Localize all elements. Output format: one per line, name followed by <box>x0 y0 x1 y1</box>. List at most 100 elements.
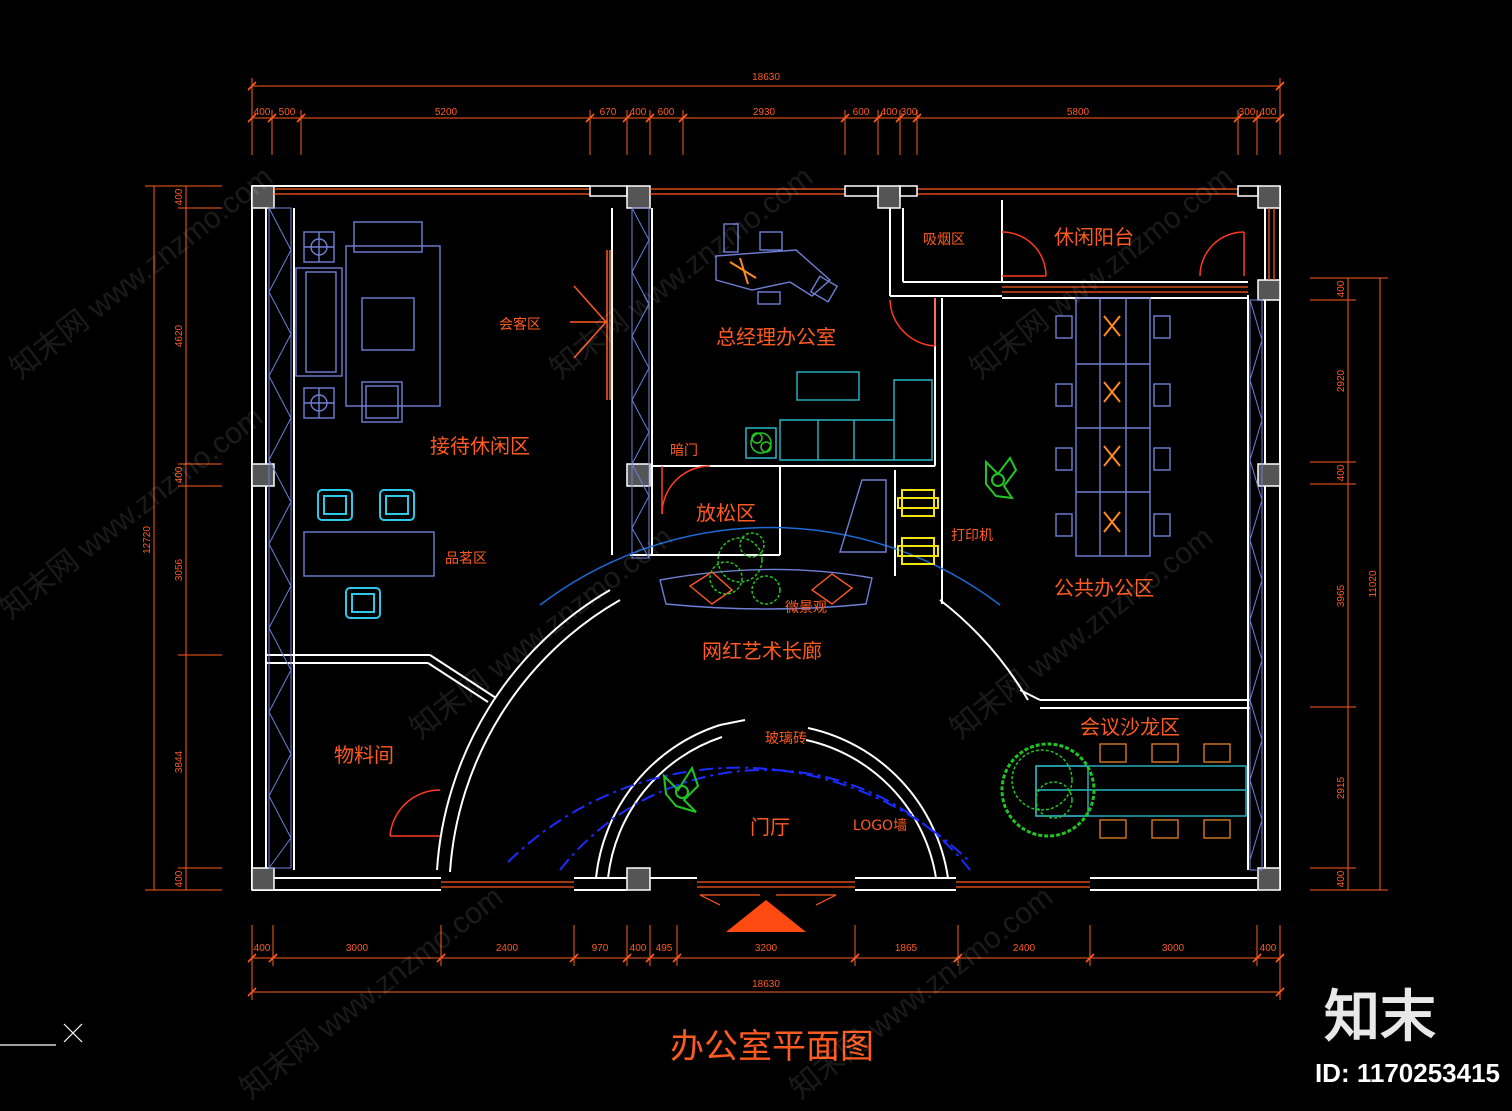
dim-top-9: 400 <box>881 107 898 118</box>
label-logo-wall: LOGO墙 <box>853 818 907 834</box>
dim-top-13: 400 <box>1260 107 1277 118</box>
gm-sofa <box>779 379 933 461</box>
landscape-plants <box>709 532 781 605</box>
side-table-top <box>303 231 335 263</box>
entrance <box>699 894 837 932</box>
coffee-table <box>361 297 415 351</box>
meeting-table <box>1035 765 1247 817</box>
salon-tree <box>1000 742 1096 838</box>
label-glass-brick: 玻璃砖 <box>765 730 807 747</box>
dim-top-total: 18630 <box>752 72 780 83</box>
label-guest-area: 会客区 <box>499 316 541 333</box>
top-wall-frames <box>589 185 1259 197</box>
watermark-diagonal-6: 知末网 www.znzmo.com <box>944 520 1219 745</box>
dim-right-3: 400 <box>1336 464 1347 481</box>
tea-table <box>303 531 435 577</box>
dim-left-total: 12720 <box>142 526 153 554</box>
dim-bottom-5: 400 <box>630 943 647 954</box>
dim-left-4: 3056 <box>174 558 185 581</box>
guest-area-door <box>570 250 611 400</box>
dim-left-6: 400 <box>174 870 185 887</box>
watermark-diagonal-1: 知末网 www.znzmo.com <box>4 160 279 385</box>
printers <box>897 489 939 565</box>
dim-bottom-total: 18630 <box>752 979 780 990</box>
room-labels: 接待休闲区 会客区 品茗区 总经理办公室 吸烟区 休闲阳台 暗门 放松区 打印机… <box>334 225 1180 839</box>
dim-left-5: 3844 <box>174 750 185 773</box>
meeting-chairs <box>1099 743 1231 839</box>
dim-right-1: 400 <box>1336 280 1347 297</box>
dim-top-12: 300 <box>1239 107 1256 118</box>
sofa-main <box>345 245 441 407</box>
dim-right-total: 11020 <box>1368 570 1379 598</box>
dim-right-2: 2920 <box>1336 369 1347 392</box>
dim-top-1: 400 <box>254 107 271 118</box>
dim-top-2: 500 <box>279 107 296 118</box>
label-reception-lounge: 接待休闲区 <box>430 434 530 458</box>
dim-left-1: 400 <box>174 188 185 205</box>
walls <box>251 185 1281 891</box>
plants <box>662 427 1096 838</box>
desk-accessories <box>729 257 1121 533</box>
entrance-arrow-icon <box>726 900 806 932</box>
dim-bottom-3: 2400 <box>496 943 519 954</box>
label-open-office: 公共办公区 <box>1054 576 1154 600</box>
side-table-bottom <box>303 387 335 419</box>
doors <box>389 231 1245 837</box>
ucs-axis-icon <box>0 1023 83 1046</box>
windows <box>274 188 1275 888</box>
dim-bottom-7: 3200 <box>755 943 778 954</box>
dim-bottom-2: 3000 <box>346 943 369 954</box>
dim-top-4: 670 <box>600 107 617 118</box>
dim-top-3: 5200 <box>435 107 458 118</box>
label-smoking: 吸烟区 <box>923 232 965 248</box>
armchair <box>361 381 403 423</box>
dimension-lines <box>145 78 1388 1000</box>
dim-bottom-11: 400 <box>1260 943 1277 954</box>
dim-top-11: 5800 <box>1067 107 1090 118</box>
person-figure-lobby <box>662 765 700 813</box>
office-desk-block <box>1075 297 1151 557</box>
dim-bottom-10: 3000 <box>1162 943 1185 954</box>
label-art-corridor: 网红艺术长廊 <box>702 639 822 663</box>
dimension-labels: 18630 400 500 5200 670 400 600 2930 600 … <box>142 72 1379 990</box>
label-hidden-door: 暗门 <box>670 443 698 459</box>
gm-plant <box>745 427 777 459</box>
watermark-diagonal-4: 知末网 www.znzmo.com <box>0 400 269 625</box>
label-micro-landscape: 微景观 <box>785 600 827 616</box>
gm-shelf <box>796 371 860 401</box>
dim-bottom-9: 2400 <box>1013 943 1036 954</box>
dim-right-4: 3965 <box>1336 584 1347 607</box>
furniture <box>295 221 1247 817</box>
label-lobby: 门厅 <box>750 815 790 839</box>
lounge-chair <box>839 479 887 553</box>
sofa-long <box>295 267 343 377</box>
dim-top-6: 600 <box>658 107 675 118</box>
landscape-planter <box>659 568 873 610</box>
dim-bottom-6: 495 <box>656 943 673 954</box>
columns <box>251 185 1281 891</box>
drawing-title: 办公室平面图 <box>670 1027 874 1067</box>
dim-left-2: 4620 <box>174 324 185 347</box>
dim-top-5: 400 <box>630 107 647 118</box>
watermark-id: ID: 1170253415 <box>1315 1058 1500 1088</box>
dim-right-5: 2915 <box>1336 776 1347 799</box>
dim-bottom-1: 400 <box>254 943 271 954</box>
dim-top-7: 2930 <box>753 107 776 118</box>
gm-desk <box>715 249 832 297</box>
tea-chairs <box>317 489 415 619</box>
corridor-arcs <box>507 526 1001 871</box>
label-tea-area: 品茗区 <box>445 551 487 567</box>
label-balcony: 休闲阳台 <box>1054 225 1134 249</box>
watermark-diagonal-7: 知末网 www.znzmo.com <box>234 880 509 1105</box>
label-meeting-salon: 会议沙龙区 <box>1080 715 1180 739</box>
watermark-diagonal-8: 知末网 www.znzmo.com <box>784 880 1059 1105</box>
dim-left-3: 400 <box>174 466 185 483</box>
dim-top-8: 600 <box>853 107 870 118</box>
label-gm-office: 总经理办公室 <box>716 325 836 349</box>
label-storage: 物料间 <box>334 743 394 767</box>
tv-cabinet <box>353 221 423 253</box>
dimension-ticks <box>247 81 1285 997</box>
label-relax: 放松区 <box>696 501 756 525</box>
person-figure-office <box>985 456 1018 500</box>
